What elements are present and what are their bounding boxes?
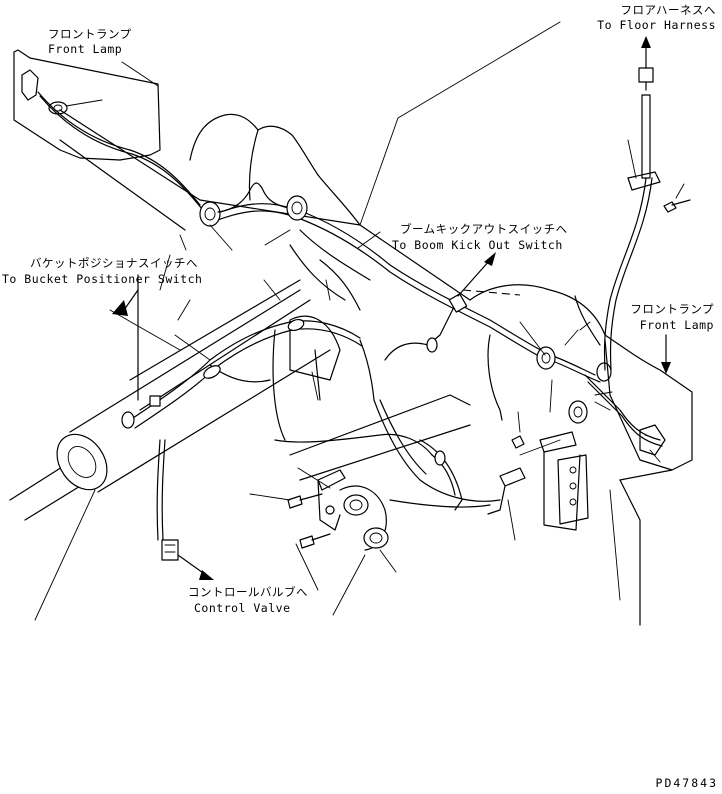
front-lamp-left-jp: フロントランプ <box>48 27 132 41</box>
leader-lines <box>109 21 611 413</box>
floor-harness-connector <box>603 67 691 371</box>
dashed-connection <box>462 289 521 296</box>
drawing-number: PD47843 <box>655 776 718 790</box>
right-front-lamp <box>584 339 673 471</box>
mounting-bracket <box>249 467 397 616</box>
floor-harness-jp: フロアハーネスへ <box>620 3 716 17</box>
left-front-lamp <box>13 49 203 210</box>
control-valve-en: Control Valve <box>194 601 291 615</box>
terminal-block <box>487 411 589 541</box>
front-lamp-left-en: Front Lamp <box>48 42 123 56</box>
bucket-label-leader <box>159 254 171 291</box>
main-harness <box>129 203 601 508</box>
boom-kick-out-en: To Boom Kick Out Switch <box>392 238 563 252</box>
boom-kick-out-jp: ブームキックアウトスイッチへ <box>400 222 568 236</box>
arm-cylinder <box>9 289 331 621</box>
floor-harness-en: To Floor Harness <box>597 18 716 32</box>
control-valve-jp: コントロールバルブへ <box>188 585 308 599</box>
grommets <box>199 182 588 424</box>
control-valve-connector <box>156 439 179 561</box>
direction-arrows <box>112 36 671 580</box>
frame-body <box>59 109 693 626</box>
front-lamp-right-en: Front Lamp <box>639 318 714 332</box>
bucket-positioner-en: To Bucket Positioner Switch <box>2 272 203 286</box>
harness-clamps <box>121 318 612 466</box>
front-lamp-right-jp: フロントランプ <box>630 302 714 316</box>
cross-member <box>272 329 471 511</box>
bucket-positioner-jp: バケットポジショナスイッチへ <box>30 256 198 270</box>
